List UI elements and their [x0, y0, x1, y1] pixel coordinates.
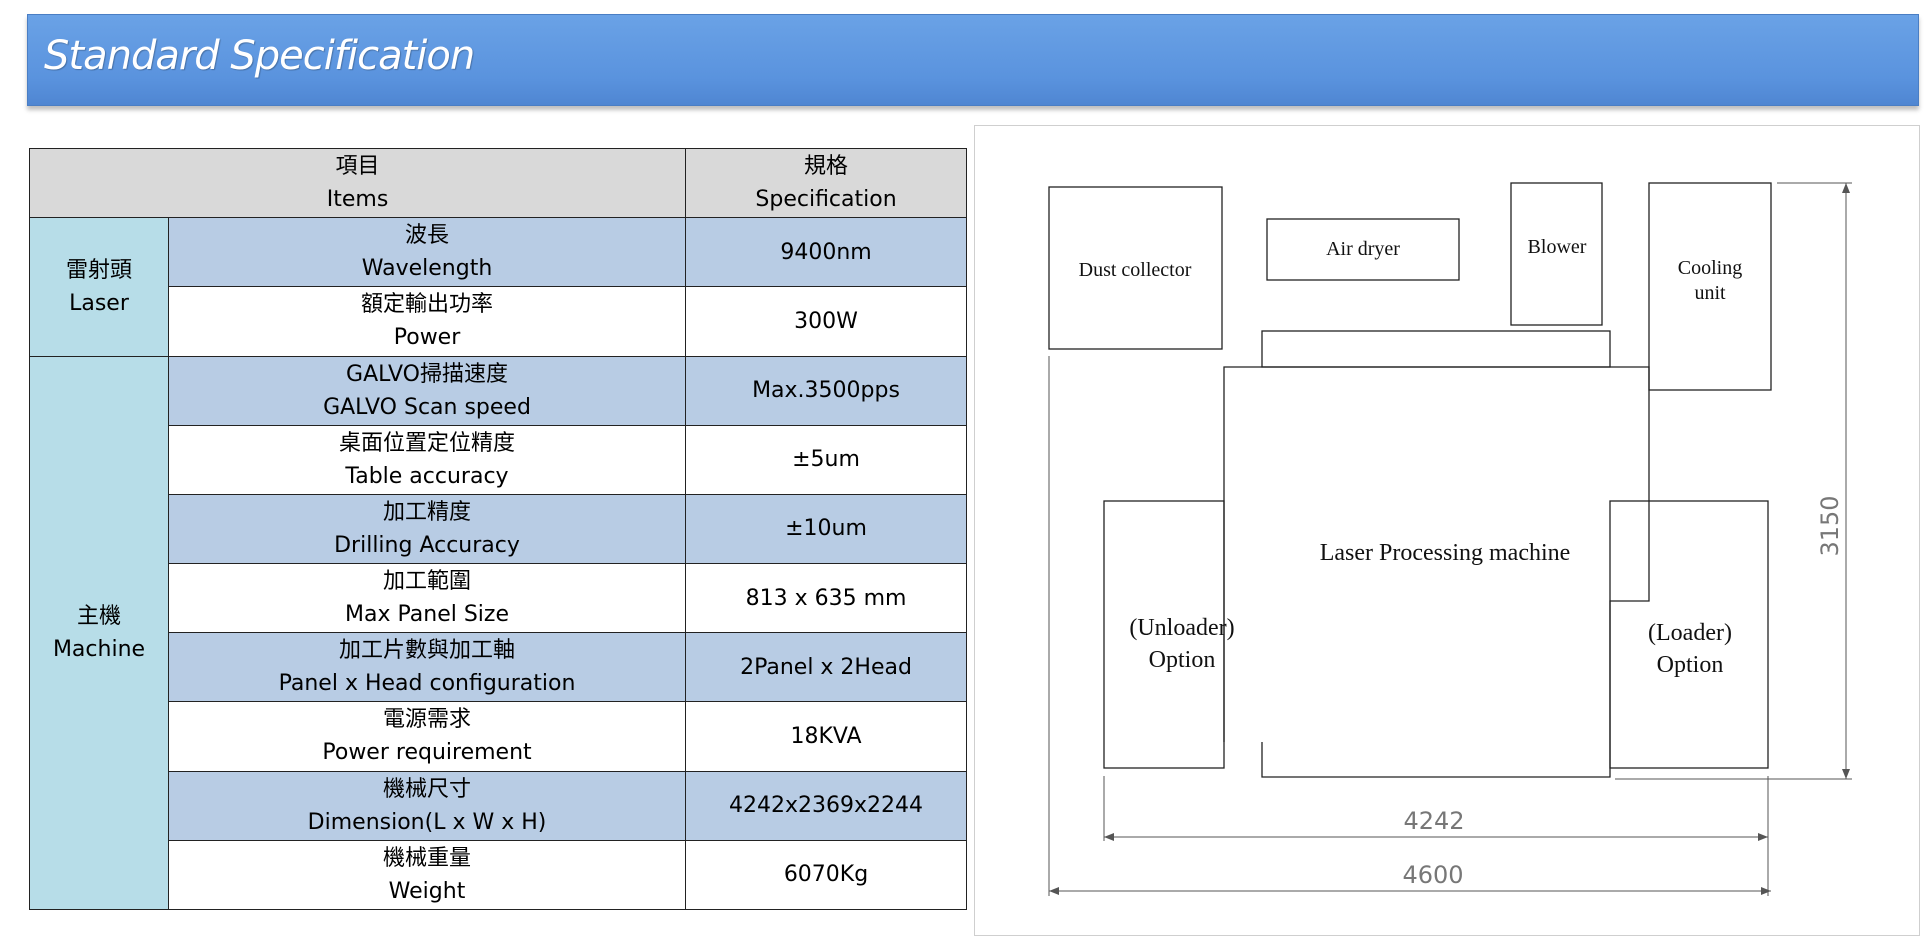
dust-collector-box	[1048, 186, 1223, 350]
dim-3150-label: 3150	[1816, 495, 1844, 556]
table-row: 額定輸出功率 Power 300W	[30, 286, 968, 357]
blower-label: Blower	[1528, 236, 1587, 258]
group-machine: 主機 Machine	[29, 355, 169, 911]
layout-diagram: Dust collector Air dryer Blower Cooling …	[974, 125, 1920, 936]
item-cell: 加工片數與加工軸 Panel x Head configuration	[167, 632, 687, 703]
table-row: 雷射頭 Laser 波長 Wavelength 9400nm	[29, 217, 968, 357]
header-items-zh: 項目	[335, 154, 380, 180]
table-row: 電源需求 Power requirement 18KVA	[30, 701, 968, 772]
item-cell: 波長 Wavelength	[167, 217, 687, 288]
cooling-unit-label-1: Cooling	[1678, 257, 1742, 279]
air-dryer-box	[1266, 218, 1460, 281]
header-items: 項目 Items	[28, 147, 687, 219]
item-en: Max Panel Size	[345, 602, 509, 628]
item-zh: 加工片數與加工軸	[339, 638, 516, 664]
value-cell: ±10um	[685, 493, 968, 565]
header-spec: 規格 Specification	[685, 147, 968, 219]
cooling-unit-box	[1648, 182, 1772, 391]
value-cell: 300W	[685, 286, 968, 357]
group-en: Laser	[69, 290, 129, 316]
spec-table: 項目 Items 規格 Specification 雷射頭 Laser 波長 Wa…	[28, 147, 968, 911]
loader-label-2: Option	[1657, 652, 1724, 678]
item-cell: 機械重量 Weight	[167, 839, 687, 911]
item-en: Weight	[388, 878, 466, 904]
table-row: 機械尺寸 Dimension(L x W x H) 4242x2369x2244	[30, 770, 968, 841]
item-zh: 電源需求	[383, 707, 472, 733]
unloader-label-2: Option	[1149, 647, 1216, 673]
value-cell: 18KVA	[685, 701, 968, 772]
value-cell: 813 x 635 mm	[685, 563, 968, 634]
item-zh: 機械尺寸	[383, 776, 472, 802]
item-en: Dimension(L x W x H)	[307, 809, 547, 835]
item-cell: GALVO掃描速度 GALVO Scan speed	[167, 355, 687, 426]
dust-collector-label: Dust collector	[1079, 259, 1192, 281]
table-row: 機械重量 Weight 6070Kg	[30, 839, 968, 911]
value-cell: 4242x2369x2244	[685, 770, 968, 841]
dim-4242-label: 4242	[1403, 807, 1464, 835]
cooling-unit-label-2: unit	[1694, 282, 1726, 304]
item-cell: 桌面位置定位精度 Table accuracy	[167, 424, 687, 495]
item-cell: 電源需求 Power requirement	[167, 701, 687, 772]
item-zh: 額定輸出功率	[361, 292, 494, 318]
value-cell: Max.3500pps	[685, 355, 968, 426]
table-row: 加工精度 Drilling Accuracy ±10um	[30, 493, 968, 565]
item-en: Wavelength	[361, 256, 493, 282]
unloader-label-1: (Unloader)	[1129, 615, 1234, 641]
header-spec-zh: 規格	[804, 154, 849, 180]
group-zh: 雷射頭	[65, 257, 132, 283]
item-en: Table accuracy	[345, 463, 509, 489]
value-cell: 9400nm	[685, 217, 968, 288]
item-zh: 機械重量	[383, 845, 472, 871]
dim-4600-label: 4600	[1402, 861, 1463, 889]
layout-diagram-svg: Dust collector Air dryer Blower Cooling …	[1048, 182, 1852, 896]
title-banner: Standard Specification	[27, 14, 1919, 106]
item-zh: GALVO掃描速度	[346, 361, 508, 387]
group-laser: 雷射頭 Laser	[29, 217, 169, 357]
group-en: Machine	[52, 636, 146, 662]
header-items-en: Items	[326, 187, 389, 213]
machine-top-panel	[1261, 330, 1611, 368]
item-zh: 加工範圍	[383, 569, 472, 595]
item-cell: 加工範圍 Max Panel Size	[167, 563, 687, 634]
loader-label-1: (Loader)	[1648, 620, 1732, 646]
value-cell: ±5um	[685, 424, 968, 495]
blower-box	[1510, 182, 1603, 326]
item-en: GALVO Scan speed	[323, 394, 531, 420]
value-cell: 6070Kg	[685, 839, 968, 911]
item-zh: 波長	[405, 223, 450, 249]
header-spec-en: Specification	[755, 187, 897, 213]
table-row: 加工片數與加工軸 Panel x Head configuration 2Pane…	[30, 632, 968, 703]
item-cell: 額定輸出功率 Power	[167, 286, 687, 357]
unloader-box	[1103, 500, 1225, 769]
table-row: 主機 Machine GALVO掃描速度 GALVO Scan speed Max…	[29, 355, 968, 911]
item-en: Drilling Accuracy	[334, 532, 520, 558]
laser-machine-label: Laser Processing machine	[1320, 540, 1571, 566]
item-en: Power requirement	[322, 740, 532, 766]
item-cell: 機械尺寸 Dimension(L x W x H)	[167, 770, 687, 841]
item-cell: 加工精度 Drilling Accuracy	[167, 493, 687, 565]
item-zh: 桌面位置定位精度	[339, 430, 516, 456]
loader-box	[1609, 500, 1769, 769]
group-zh: 主機	[76, 603, 121, 629]
laser-machine-outline	[1223, 366, 1650, 778]
air-dryer-label: Air dryer	[1326, 238, 1400, 260]
value-cell: 2Panel x 2Head	[685, 632, 968, 703]
page-title: Standard Specification	[44, 33, 475, 79]
table-row: 桌面位置定位精度 Table accuracy ±5um	[30, 424, 968, 495]
table-row: 加工範圍 Max Panel Size 813 x 635 mm	[30, 563, 968, 634]
item-en: Power	[393, 325, 461, 351]
item-zh: 加工精度	[383, 499, 472, 525]
item-en: Panel x Head configuration	[278, 671, 576, 697]
table-header-row: 項目 Items 規格 Specification	[28, 147, 968, 219]
